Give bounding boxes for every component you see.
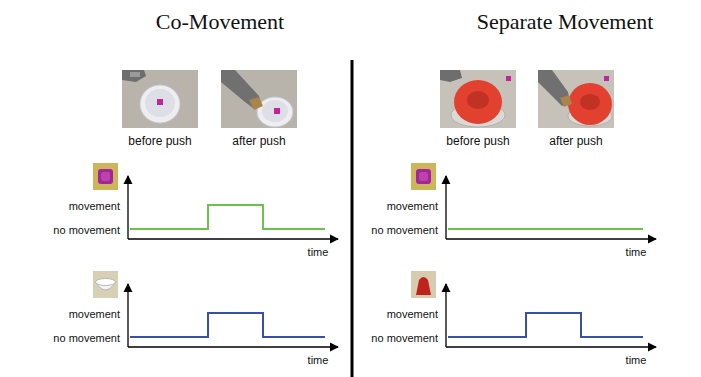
icon-ground [93,163,118,190]
red-cup-top [467,91,489,109]
axis-level-label: no movement [371,332,438,344]
axis-level-label: no movement [371,224,438,236]
red-cup [568,83,612,125]
timeline-graph [93,163,338,239]
axis-level-label-holder: movement [69,304,120,322]
y-axis [445,284,446,347]
axis-title: time [626,246,647,258]
purple-block-top [419,172,428,181]
y-axis [127,284,128,347]
purple-block [157,99,163,105]
axis-level-label: movement [69,308,120,320]
axis-title: time [626,354,647,366]
axis-level-label-holder: no movement [371,328,438,346]
icon-ground [93,271,118,298]
robot-arm [122,70,146,82]
object-icon [93,163,118,190]
photo-caption: after push [232,134,285,148]
panel-title: Co-Movement [156,9,284,34]
purple-block-top [101,172,110,181]
red-cup [454,80,502,124]
photo-ground [440,70,516,128]
axis-title: time [308,354,329,366]
photo-caption-holder: after push [232,131,285,149]
movement-signal [448,228,643,230]
x-axis [128,346,338,347]
purple-block [274,108,280,114]
axis-title-holder: time [308,242,329,260]
x-axis [446,238,656,239]
photo-caption-holder: after push [549,131,602,149]
gripper [249,97,263,110]
axis-level-label: no movement [53,332,120,344]
panel-title-holder: Co-Movement [156,9,284,34]
bowl-inside [145,89,175,117]
icon-ground [411,163,436,190]
photo [440,70,516,128]
object-icon [411,271,436,298]
icon-ground [411,271,436,298]
photo-caption: after push [549,134,602,148]
axis-level-label: no movement [53,224,120,236]
red-cup-top [580,94,600,110]
photo-caption-holder: before push [446,131,509,149]
axis-title-holder: time [626,242,647,260]
timeline-graph [411,271,656,347]
photo-caption-holder: before push [128,131,191,149]
photo [221,70,297,128]
robot-arm [440,70,462,82]
timeline-graph [93,271,338,347]
movement-signal [448,313,643,337]
bowl-rim [96,279,116,286]
photo [122,70,198,128]
axis-level-label-holder: movement [69,196,120,214]
axis-level-label-holder: no movement [53,220,120,238]
panel-title-holder: Separate Movement [477,9,654,34]
axis-level-label: movement [387,200,438,212]
timeline-graph [411,163,656,239]
axis-title-holder: time [308,350,329,368]
axis-level-label-holder: no movement [371,220,438,238]
axis-level-label-holder: movement [387,304,438,322]
x-axis [446,346,656,347]
movement-signal [130,313,325,337]
photo-ground [122,70,198,128]
axis-level-label: movement [387,308,438,320]
photo-caption: before push [128,134,191,148]
axis-level-label-holder: no movement [53,328,120,346]
divider-line [351,60,354,377]
bowl [257,97,293,127]
axis-title: time [308,246,329,258]
axis-level-label-holder: movement [387,196,438,214]
object-icon [411,163,436,190]
movement-signal [130,205,325,229]
axis-level-label: movement [69,200,120,212]
photo-caption: before push [446,134,509,148]
y-axis [445,176,446,239]
purple-block [604,76,609,81]
x-axis [128,238,338,239]
purple-block [98,169,113,184]
gripper [560,95,572,107]
robot-arm-part [130,72,140,77]
y-axis [127,176,128,239]
red-cup [416,277,431,295]
object-icon [93,271,118,298]
purple-block [416,169,431,184]
bowl-inside [262,100,288,122]
axis-title-holder: time [626,350,647,368]
photo-ground [538,70,614,128]
panel-title: Separate Movement [477,9,654,34]
bowl [140,85,180,123]
purple-block [506,76,511,81]
photo-ground [221,70,297,128]
photo [538,70,614,128]
